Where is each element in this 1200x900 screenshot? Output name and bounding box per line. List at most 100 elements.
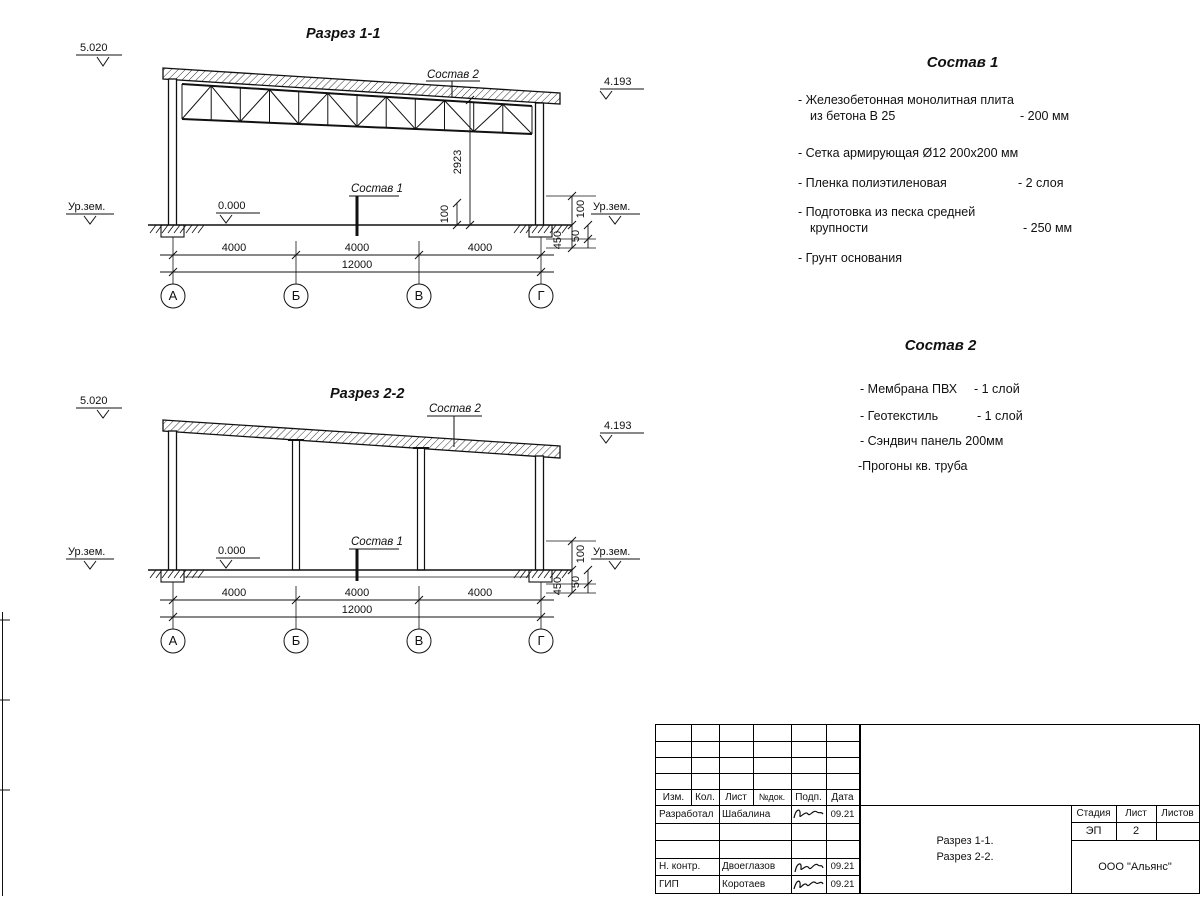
dim-label: 4000 bbox=[222, 587, 246, 599]
signature bbox=[793, 880, 824, 890]
dim-label: 100 bbox=[575, 545, 587, 563]
axis-bubble bbox=[283, 628, 309, 654]
section2-mid-column-b bbox=[291, 439, 301, 571]
grid-line bbox=[656, 757, 859, 758]
sostav2-ref-label: Состав 2 bbox=[427, 69, 479, 81]
tb-role: ГИП bbox=[659, 878, 679, 890]
tb-date: 09.21 bbox=[830, 878, 855, 890]
grid-line bbox=[656, 840, 859, 841]
axis-label: Г bbox=[537, 288, 544, 303]
section2-ground-hatch bbox=[149, 569, 569, 579]
axis-bubble bbox=[528, 628, 554, 654]
grid-line bbox=[656, 789, 859, 790]
sostav2-heading: Состав 2 bbox=[904, 337, 977, 354]
axis-bubble bbox=[528, 283, 554, 309]
elevation-label: 5.020 bbox=[80, 395, 108, 407]
grid-line bbox=[656, 858, 859, 859]
tb-header-sheet: Лист bbox=[1125, 808, 1147, 819]
material-value: - 250 мм bbox=[1023, 221, 1073, 235]
elevation-label: 4.193 bbox=[604, 76, 632, 88]
section2-structure bbox=[148, 419, 572, 583]
grid-line bbox=[719, 725, 720, 893]
material-value: - 200 мм bbox=[1020, 109, 1070, 123]
dim-label: 100 bbox=[439, 205, 451, 223]
tb-header-data: Дата bbox=[831, 791, 854, 803]
grid-line bbox=[656, 875, 859, 876]
sostav1-ref-label: Состав 1 bbox=[351, 536, 403, 548]
dim-label: 100 bbox=[575, 200, 587, 218]
grid-line bbox=[859, 725, 861, 893]
material-item: -Прогоны кв. труба bbox=[858, 459, 968, 473]
material-value: - 2 слоя bbox=[1018, 176, 1064, 190]
tb-role: Н. контр. bbox=[659, 861, 701, 872]
elevation-label: 5.020 bbox=[80, 42, 108, 54]
tb-doc-title: Разрез 1-1. Разрез 2-2. bbox=[859, 805, 1071, 893]
sostav2-ref-label: Состав 2 bbox=[429, 403, 481, 415]
tb-header-ndok: №док. bbox=[758, 792, 786, 802]
section2-left-column bbox=[167, 430, 178, 574]
material-item: - Железобетонная монолитная плита bbox=[798, 93, 1014, 107]
axis-bubble bbox=[406, 283, 432, 309]
section1-structure bbox=[148, 67, 572, 238]
zero-level-label: 0.000 bbox=[218, 545, 246, 557]
grid-line bbox=[656, 823, 859, 824]
dim-label: 4000 bbox=[468, 587, 492, 599]
title-block: Изм. Кол. Лист №док. Подп. Дата Разработ… bbox=[655, 724, 1200, 894]
material-value: - 1 слой bbox=[974, 382, 1020, 396]
ground-level-label: Ур.зем. bbox=[68, 201, 105, 213]
dim-label: 450 bbox=[552, 231, 564, 249]
section1-texts: 5.020 4.193 Ур.зем. Ур.зем. 0.000 Состав… bbox=[68, 42, 632, 303]
section2-mid-column-v bbox=[416, 447, 426, 571]
axis-bubble bbox=[406, 628, 432, 654]
dim-label: 12000 bbox=[342, 259, 373, 271]
ground-level-label: Ур.зем. bbox=[593, 546, 630, 558]
grid-line bbox=[1071, 840, 1199, 841]
tb-name: Шабалина bbox=[722, 808, 771, 820]
signature bbox=[794, 863, 824, 873]
material-item: - Геотекстиль bbox=[860, 409, 939, 423]
grid-line bbox=[691, 725, 692, 805]
grid-line bbox=[1071, 822, 1199, 823]
grid-line bbox=[656, 773, 859, 774]
axis-label: В bbox=[415, 633, 424, 648]
tb-sheet-value: 2 bbox=[1132, 825, 1140, 837]
material-value: - 1 слой bbox=[977, 409, 1023, 423]
section1-title: Разрез 1-1 bbox=[306, 26, 381, 42]
section1-ground-hatch bbox=[149, 224, 569, 234]
tb-date: 09.21 bbox=[830, 808, 855, 820]
sostav1-heading: Состав 1 bbox=[926, 54, 999, 71]
frame-filing-marks bbox=[0, 612, 10, 896]
dim-label: 2923 bbox=[452, 150, 464, 174]
section2-title: Разрез 2-2 bbox=[330, 386, 405, 402]
sections-drawing: 5.020 4.193 Ур.зем. Ур.зем. 0.000 Состав… bbox=[66, 42, 644, 654]
grid-line bbox=[791, 725, 792, 893]
section2-texts: 5.020 4.193 Ур.зем. Ур.зем. 0.000 Состав… bbox=[68, 395, 632, 648]
axis-label: Б bbox=[292, 288, 301, 303]
axis-bubble bbox=[160, 283, 186, 309]
tb-sheets-value bbox=[1156, 822, 1199, 840]
section1-dimensions bbox=[66, 54, 644, 309]
section1-right-column bbox=[534, 102, 545, 230]
section2-right-column bbox=[534, 455, 545, 574]
axis-bubble bbox=[160, 628, 186, 654]
grid-line bbox=[1071, 805, 1072, 893]
grid-line bbox=[826, 725, 827, 893]
dim-label: 50 bbox=[570, 230, 582, 242]
tb-date: 09.21 bbox=[830, 861, 855, 872]
sostav1-ref-label: Состав 1 bbox=[351, 183, 403, 195]
tb-header-stage: Стадия bbox=[1076, 808, 1111, 819]
material-item: - Подготовка из песка средней bbox=[798, 205, 976, 219]
section2-roof-slab bbox=[162, 419, 561, 459]
dim-label: 4000 bbox=[222, 242, 246, 254]
ground-level-label: Ур.зем. bbox=[68, 546, 105, 558]
axis-label: Б bbox=[292, 633, 301, 648]
axis-label: А bbox=[169, 633, 178, 648]
tb-doc-title-line1: Разрез 1-1. bbox=[936, 835, 994, 847]
dim-label: 4000 bbox=[468, 242, 492, 254]
dim-label: 4000 bbox=[345, 587, 369, 599]
dim-label: 12000 bbox=[342, 604, 373, 616]
tb-header-izm: Изм. bbox=[662, 791, 685, 803]
axis-label: А bbox=[169, 288, 178, 303]
zero-level-label: 0.000 bbox=[218, 200, 246, 212]
